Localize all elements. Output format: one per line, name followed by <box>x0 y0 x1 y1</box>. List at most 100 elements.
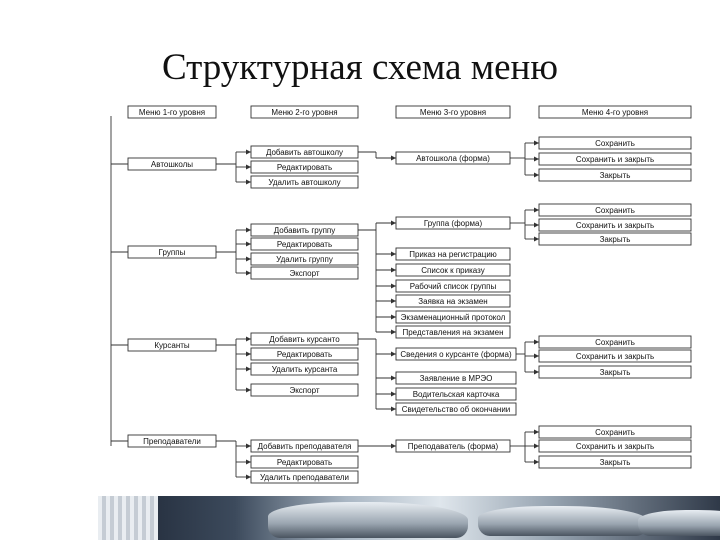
arrow-head <box>391 155 396 161</box>
menu-structure-diagram: Меню 1-го уровня Меню 2-го уровня Меню 3-г… <box>110 105 692 484</box>
level4-students-item-label: Сохранить и закрыть <box>576 352 654 361</box>
column-header-3-label: Меню 3-го уровня <box>420 108 486 117</box>
level2-students-item: Удалить курсанта <box>250 362 359 376</box>
level2-groups-item: Редактировать <box>250 237 359 251</box>
level2-autoschools-item: Добавить автошколу <box>250 145 359 159</box>
column-header-4-label: Меню 4-го уровня <box>582 108 648 117</box>
level2-teachers-item: Редактировать <box>250 455 359 469</box>
arrow-head <box>391 220 396 226</box>
level4-groups-item-label: Сохранить <box>595 206 635 215</box>
arrow-head <box>534 222 539 228</box>
level4-teachers-item: Сохранить и закрыть <box>538 439 692 453</box>
arrow-head <box>391 351 396 357</box>
slide-title: Структурная схема меню <box>161 47 559 88</box>
level3-groups-item: Приказ на регистрацию <box>395 247 511 261</box>
level2-groups-item-label: Добавить группу <box>274 226 336 235</box>
level4-groups-item-label: Сохранить и закрыть <box>576 221 654 230</box>
level4-teachers-item-label: Сохранить и закрыть <box>576 442 654 451</box>
arrow-head <box>534 156 539 162</box>
level4-groups-item: Сохранить <box>538 203 692 217</box>
arrow-head <box>246 366 251 372</box>
arrow-head <box>391 406 396 412</box>
level1-autoschools-label: Автошколы <box>151 160 193 169</box>
arrow-head <box>391 375 396 381</box>
arrow-head <box>246 459 251 465</box>
arrow-head <box>391 391 396 397</box>
level4-teachers-item-label: Сохранить <box>595 428 635 437</box>
level4-groups-item: Закрыть <box>538 232 692 246</box>
level3-groups-item: Представления на экзамен <box>395 325 511 339</box>
level4-groups-item-label: Закрыть <box>600 235 631 244</box>
level3-groups-item: Заявка на экзамен <box>395 294 511 308</box>
column-header-2-label: Меню 2-го уровня <box>271 108 337 117</box>
arrow-head <box>534 172 539 178</box>
car-image <box>478 506 648 536</box>
level2-teachers-item-label: Удалить преподаватели <box>260 473 349 482</box>
level2-autoschools-item-label: Редактировать <box>277 163 332 172</box>
level3-students-item-label: Заявление в МРЭО <box>420 374 493 383</box>
level3-students-item: Водительская карточка <box>395 387 517 401</box>
level2-groups-item: Удалить группу <box>250 252 359 266</box>
level2-teachers-item-label: Добавить преподавателя <box>258 442 352 451</box>
level2-autoschools-item: Удалить автошколу <box>250 175 359 189</box>
arrow-head <box>246 474 251 480</box>
arrow-head <box>534 429 539 435</box>
level3-autoschools-item: Автошкола (форма) <box>395 151 511 165</box>
level3-groups-item: Рабочий список группы <box>395 279 511 293</box>
arrow-head <box>246 241 251 247</box>
level3-students-item-label: Сведения о курсанте (форма) <box>400 350 512 359</box>
level3-students-item: Свидетельство об окончании <box>395 402 517 416</box>
level2-autoschools-item: Редактировать <box>250 160 359 174</box>
column-header-4: Меню 4-го уровня <box>538 105 692 119</box>
arrow-head <box>534 443 539 449</box>
level4-groups-item: Сохранить и закрыть <box>538 218 692 232</box>
level1-groups: Группы <box>127 245 217 259</box>
level3-students-item: Заявление в МРЭО <box>395 371 517 385</box>
level2-students-item-label: Редактировать <box>277 350 332 359</box>
level4-students-item: Сохранить <box>538 335 692 349</box>
level1-groups-label: Группы <box>159 248 186 257</box>
level3-groups-item-label: Приказ на регистрацию <box>409 250 497 259</box>
level2-autoschools-item-label: Удалить автошколу <box>268 178 340 187</box>
level4-autoschools-item-label: Сохранить <box>595 139 635 148</box>
arrow-head <box>246 179 251 185</box>
level2-students-item-label: Удалить курсанта <box>272 365 338 374</box>
arrow-head <box>246 270 251 276</box>
level2-groups-item: Добавить группу <box>250 223 359 237</box>
level3-groups-item-label: Список к приказу <box>421 266 484 275</box>
level1-students-label: Курсанты <box>154 341 190 350</box>
level2-students-item-label: Экспорт <box>289 386 319 395</box>
car-image <box>268 502 468 538</box>
level3-groups-item-label: Рабочий список группы <box>410 282 497 291</box>
arrow-head <box>246 387 251 393</box>
arrow-head <box>246 149 251 155</box>
level4-teachers-item-label: Закрыть <box>600 458 631 467</box>
arrow-head <box>534 140 539 146</box>
level2-groups-item: Экспорт <box>250 266 359 280</box>
cars-banner-image <box>98 496 720 540</box>
arrow-head <box>534 369 539 375</box>
level2-teachers-item-label: Редактировать <box>277 458 332 467</box>
column-header-3: Меню 3-го уровня <box>395 105 511 119</box>
arrow-head <box>391 251 396 257</box>
arrow-head <box>246 351 251 357</box>
level4-students-item-label: Закрыть <box>600 368 631 377</box>
arrow-head <box>391 329 396 335</box>
level4-autoschools-item: Закрыть <box>538 168 692 182</box>
level3-students-item-label: Свидетельство об окончании <box>402 405 511 414</box>
level2-teachers-item: Удалить преподаватели <box>250 470 359 484</box>
level4-autoschools-item: Сохранить и закрыть <box>538 152 692 166</box>
car-image <box>638 510 720 536</box>
level2-students-item: Редактировать <box>250 347 359 361</box>
level3-teachers-item-label: Преподаватель (форма) <box>408 442 499 451</box>
level4-teachers-item: Закрыть <box>538 455 692 469</box>
level4-autoschools-item: Сохранить <box>538 136 692 150</box>
arrow-head <box>246 443 251 449</box>
level3-groups-item-label: Заявка на экзамен <box>418 297 487 306</box>
level4-teachers-item: Сохранить <box>538 425 692 439</box>
column-header-1: Меню 1-го уровня <box>127 105 217 119</box>
arrow-head <box>534 207 539 213</box>
level3-students-item: Сведения о курсанте (форма) <box>395 347 517 361</box>
level4-autoschools-item-label: Сохранить и закрыть <box>576 155 654 164</box>
level1-teachers-label: Преподаватели <box>143 437 201 446</box>
